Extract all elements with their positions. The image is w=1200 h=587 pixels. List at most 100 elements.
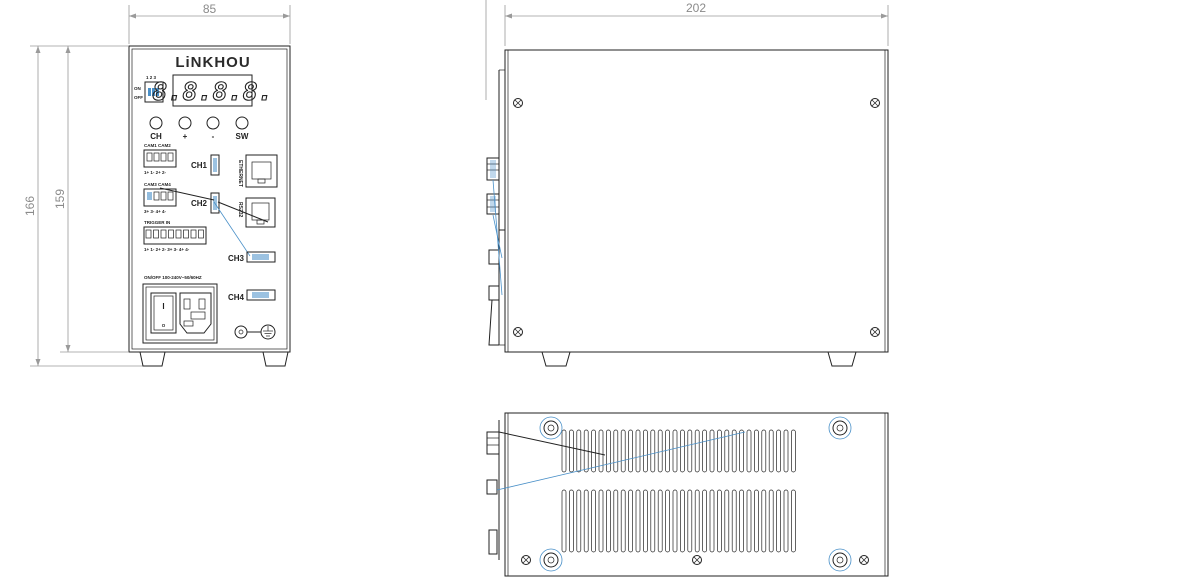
vent-slot [598, 429, 604, 473]
vent-slot [606, 429, 611, 473]
vent-slot [657, 429, 663, 473]
button-plus-label: + [183, 132, 188, 141]
front-view: 85 166 159 LiNKHOU 1 2 3 ON OFF [23, 2, 291, 367]
vent-slot [731, 489, 737, 553]
vent-slot [657, 489, 663, 553]
dip-numbers: 1 2 3 [146, 75, 157, 80]
side-view: 202 [485, 0, 889, 367]
vent-slot [576, 429, 582, 473]
ch1-label: CH1 [191, 161, 208, 170]
vent-slot [650, 429, 656, 473]
ground-terminal[interactable] [234, 324, 276, 340]
rs232-label: RS232 [237, 202, 243, 218]
vent-slot [761, 489, 767, 553]
bottom-foot-bottom-left [539, 548, 563, 572]
dimension-front-overall-height: 166 [23, 45, 160, 367]
power-rocker-switch[interactable] [150, 292, 177, 334]
dimension-side-length-text: 202 [686, 1, 706, 15]
dip-off-label: OFF [134, 95, 143, 100]
vent-slot [791, 489, 796, 553]
bottom-screw-left [521, 555, 531, 565]
vent-slot [746, 489, 752, 553]
vent-slot [650, 489, 656, 553]
ch3-label: CH3 [228, 254, 245, 263]
vent-slot [768, 429, 774, 473]
display-digits: 8.8.8.8. [152, 77, 272, 106]
vent-slot [561, 489, 567, 553]
dimension-front-body-height-text: 159 [53, 189, 67, 209]
vent-slot [724, 429, 730, 473]
vent-slot [628, 489, 633, 553]
front-panel-inner-outline [131, 48, 288, 350]
side-screw-top-right [870, 98, 880, 108]
vent-slot [702, 489, 707, 553]
bottom-screw-center [692, 555, 702, 565]
vent-slots-upper [561, 429, 796, 473]
rs232-port[interactable]: RS232 [237, 197, 276, 228]
button-plus[interactable]: + [178, 116, 192, 141]
vent-slot [635, 489, 641, 553]
side-connector-middle [486, 193, 500, 215]
vent-slot [598, 489, 604, 553]
vent-slot [687, 429, 693, 473]
button-minus[interactable]: - [206, 116, 220, 141]
vent-slot [569, 429, 574, 473]
vent-slot [761, 429, 767, 473]
button-sw-label: SW [236, 132, 249, 141]
switch-on-mark: I [162, 302, 164, 311]
vent-slot [628, 429, 633, 473]
bottom-foot-top-right [828, 416, 852, 440]
vent-slot [643, 429, 648, 473]
vent-slot [724, 489, 730, 553]
dimension-front-width: 85 [128, 2, 291, 44]
button-sw[interactable]: SW [235, 116, 249, 141]
ethernet-port[interactable]: ETHERNET [237, 154, 278, 188]
front-foot-left [139, 351, 166, 367]
power-inlet-module[interactable]: I O [142, 283, 218, 344]
connector-ch4[interactable]: CH4 [228, 289, 276, 302]
side-screw-bottom-right [870, 327, 880, 337]
vent-slot [620, 489, 626, 553]
dimension-front-overall-height-text: 166 [23, 196, 37, 216]
vent-slot [672, 489, 678, 553]
vent-slot [783, 489, 789, 553]
connector-ch3[interactable]: CH3 [228, 251, 276, 263]
vent-slot [680, 489, 685, 553]
side-screw-bottom-left [513, 327, 523, 337]
bottom-foot-bottom-right [828, 548, 852, 572]
connector-ch1[interactable]: CH1 [191, 154, 220, 176]
vent-slot [746, 429, 752, 473]
dimension-front-body-height: 159 [53, 46, 128, 353]
button-ch-label: CH [150, 132, 162, 141]
ch2-label: CH2 [191, 199, 208, 208]
vent-slots-lower [561, 489, 796, 553]
ch4-label: CH4 [228, 293, 245, 302]
vent-slot [776, 429, 781, 473]
seven-segment-display: 8.8.8.8. [152, 74, 273, 107]
vent-slot [702, 429, 707, 473]
vent-slot [768, 489, 774, 553]
vent-slot [776, 489, 781, 553]
vent-slot [591, 489, 596, 553]
terminal-cam1-cam2[interactable]: CAM1 CAM2 1+ 1- 2+ 2- [143, 143, 177, 175]
bottom-connector-upper [486, 431, 500, 455]
button-ch[interactable]: CH [149, 116, 163, 141]
terminal-cam3-cam4[interactable]: CAM3 CAM4 3+ 3- 4+ 4- [143, 182, 177, 214]
dip-switch[interactable]: 1 2 3 ON OFF [134, 75, 164, 103]
brand-logo-text: LiNKHOU [175, 54, 250, 71]
vent-slot [754, 489, 759, 553]
vent-slot [591, 429, 596, 473]
iec-socket[interactable] [179, 292, 212, 334]
power-label: ON/OFF 100-240V~50/60HZ [144, 275, 202, 280]
ground-icon [263, 326, 273, 337]
terminal-trigger-in[interactable]: TRIGGER IN 1+ 1- 2+ 2- 3+ 3- 4+ 4- [143, 220, 207, 252]
dip-on-label: ON [134, 86, 141, 91]
vent-slot [665, 489, 670, 553]
vent-slot [561, 429, 567, 473]
cam-bottom-pins: 3+ 3- 4+ 4- [144, 209, 167, 214]
vent-slot [739, 429, 744, 473]
bottom-view [486, 412, 889, 577]
vent-slot [717, 489, 722, 553]
vent-slot [694, 429, 700, 473]
